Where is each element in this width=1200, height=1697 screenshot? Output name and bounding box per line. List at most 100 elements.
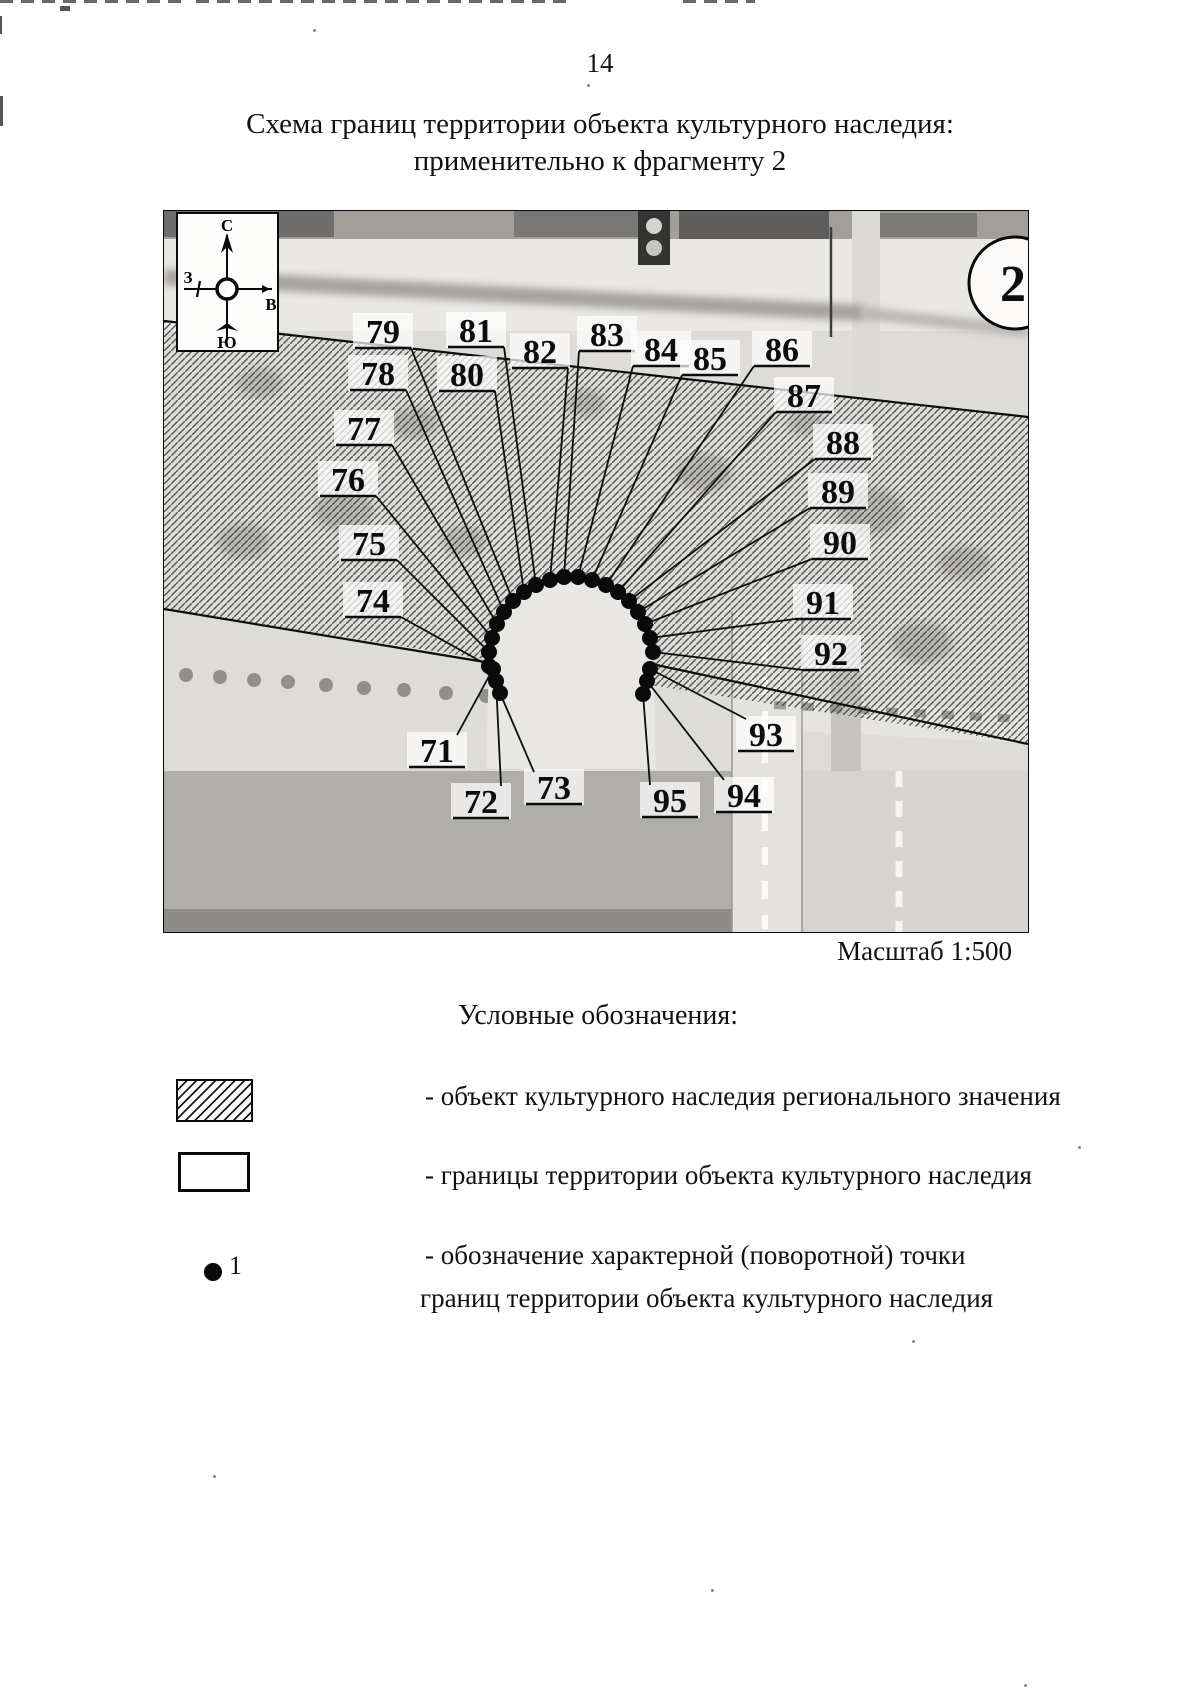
point-number-label: 85 [693,341,727,378]
point-label-backing [524,769,584,805]
point-label-backing [793,584,853,620]
point-label-backing [318,461,378,497]
point-label-backing [813,424,873,460]
scan-artifact [60,6,70,11]
point-label-backing [640,782,700,818]
courtyard-area [486,577,656,769]
south-fletch-icon [216,323,238,331]
legend-heading: Условные обозначения: [457,1000,739,1031]
boundary-point-dot [584,572,600,588]
boundary-point-dot [610,584,626,600]
boundary-point-dot [516,584,532,600]
point-number-label: 82 [523,334,557,371]
boundary-point-dot [598,577,614,593]
point-leader-line [503,346,537,586]
point-label-backing [510,333,570,369]
point-number-label: 95 [653,783,687,820]
boundary-point-dot [556,569,572,585]
point-label-backing [437,356,497,392]
boundary-point-dot [492,685,508,701]
point-number-label: 89 [821,474,855,511]
point-leader-line [642,693,651,786]
point-number-label: 80 [450,357,484,394]
point-label-backing [334,410,394,446]
scan-artifact [1024,1684,1027,1687]
point-leader-line [456,668,494,736]
point-leader-line [628,458,816,602]
point-label-backing [451,783,511,819]
point-label-backing [810,524,870,560]
point-label-backing [407,732,467,768]
point-leader-line [396,559,490,653]
scan-artifact [213,1475,216,1478]
boundary-point-dot [642,661,658,677]
point-leader-line [375,495,493,639]
point-leader-line [652,651,804,671]
boundary-point-dot [639,673,655,689]
scan-artifact [0,16,2,34]
point-leader-line [649,618,796,639]
point-label-backing [343,582,403,618]
point-number-label: 84 [644,332,678,369]
legend-item-turning-point-line2: границ территории объекта культурного на… [420,1283,994,1313]
point-number-label: 72 [464,784,498,821]
boundary-point-dot [489,616,505,632]
point-number-label: 88 [826,425,860,462]
point-leader-line [617,411,777,593]
point-leader-line [405,389,505,613]
band-lower-boundary-line-right [646,661,1028,746]
point-leader-line [646,680,725,781]
point-label-backing [736,716,796,752]
legend-hatched-swatch-icon [176,1079,253,1122]
point-number-label: 86 [765,332,799,369]
boundary-point-dot [528,577,544,593]
scan-artifact [0,0,182,3]
scan-artifact [587,84,590,87]
scan-artifact [313,29,316,32]
point-leader-line [563,350,580,578]
point-number-label: 78 [361,356,395,393]
point-label-backing [714,777,774,813]
legend-item-turning-point-line1: - обозначение характерной (поворотной) т… [425,1240,966,1270]
boundary-point-dot [542,572,558,588]
point-leader-line [499,692,535,773]
point-leader-line [605,365,755,586]
compass-south-label: Ю [217,333,236,352]
boundary-point-dot [484,630,500,646]
boundary-point-dot [496,604,512,620]
band-lower-boundary-line-left [164,607,492,665]
point-leader-line [644,558,813,625]
page-title: Схема границ территории объекта культурн… [120,106,1080,180]
page-title-line2: применительно к фрагменту 2 [413,145,787,177]
compass-east-label: В [265,295,276,314]
boundary-point-dot [505,593,521,609]
boundary-point-dot [570,569,586,585]
boundary-point-dot [635,686,651,702]
point-number-label: 77 [347,411,381,448]
legend-item-heritage-object: - объект культурного наследия региональн… [425,1081,1061,1111]
scan-artifact [1078,1146,1081,1149]
point-number-label: 81 [459,313,493,350]
point-number-label: 74 [356,583,390,620]
scale-label: Масштаб 1:500 [837,936,1012,966]
legend-item-territory-boundary: - границы территории объекта культурного… [425,1160,1032,1190]
point-number-label: 93 [749,717,783,754]
point-leader-line [410,347,514,602]
scan-artifact [0,96,3,126]
boundary-point-dot [637,616,653,632]
compass-rose: С Ю З В [176,212,279,352]
point-label-backing [577,316,637,352]
page-title-line1: Схема границ территории объекта культурн… [246,108,954,140]
point-number-label: 79 [366,314,400,351]
point-number-label: 87 [787,378,821,415]
scan-artifact [196,0,566,3]
point-leader-line [591,374,683,581]
point-label-backing [752,331,812,367]
point-leader-line [637,507,811,613]
point-number-label: 90 [823,525,857,562]
north-arrow-icon [221,233,233,253]
compass-west-label: З [184,268,193,287]
